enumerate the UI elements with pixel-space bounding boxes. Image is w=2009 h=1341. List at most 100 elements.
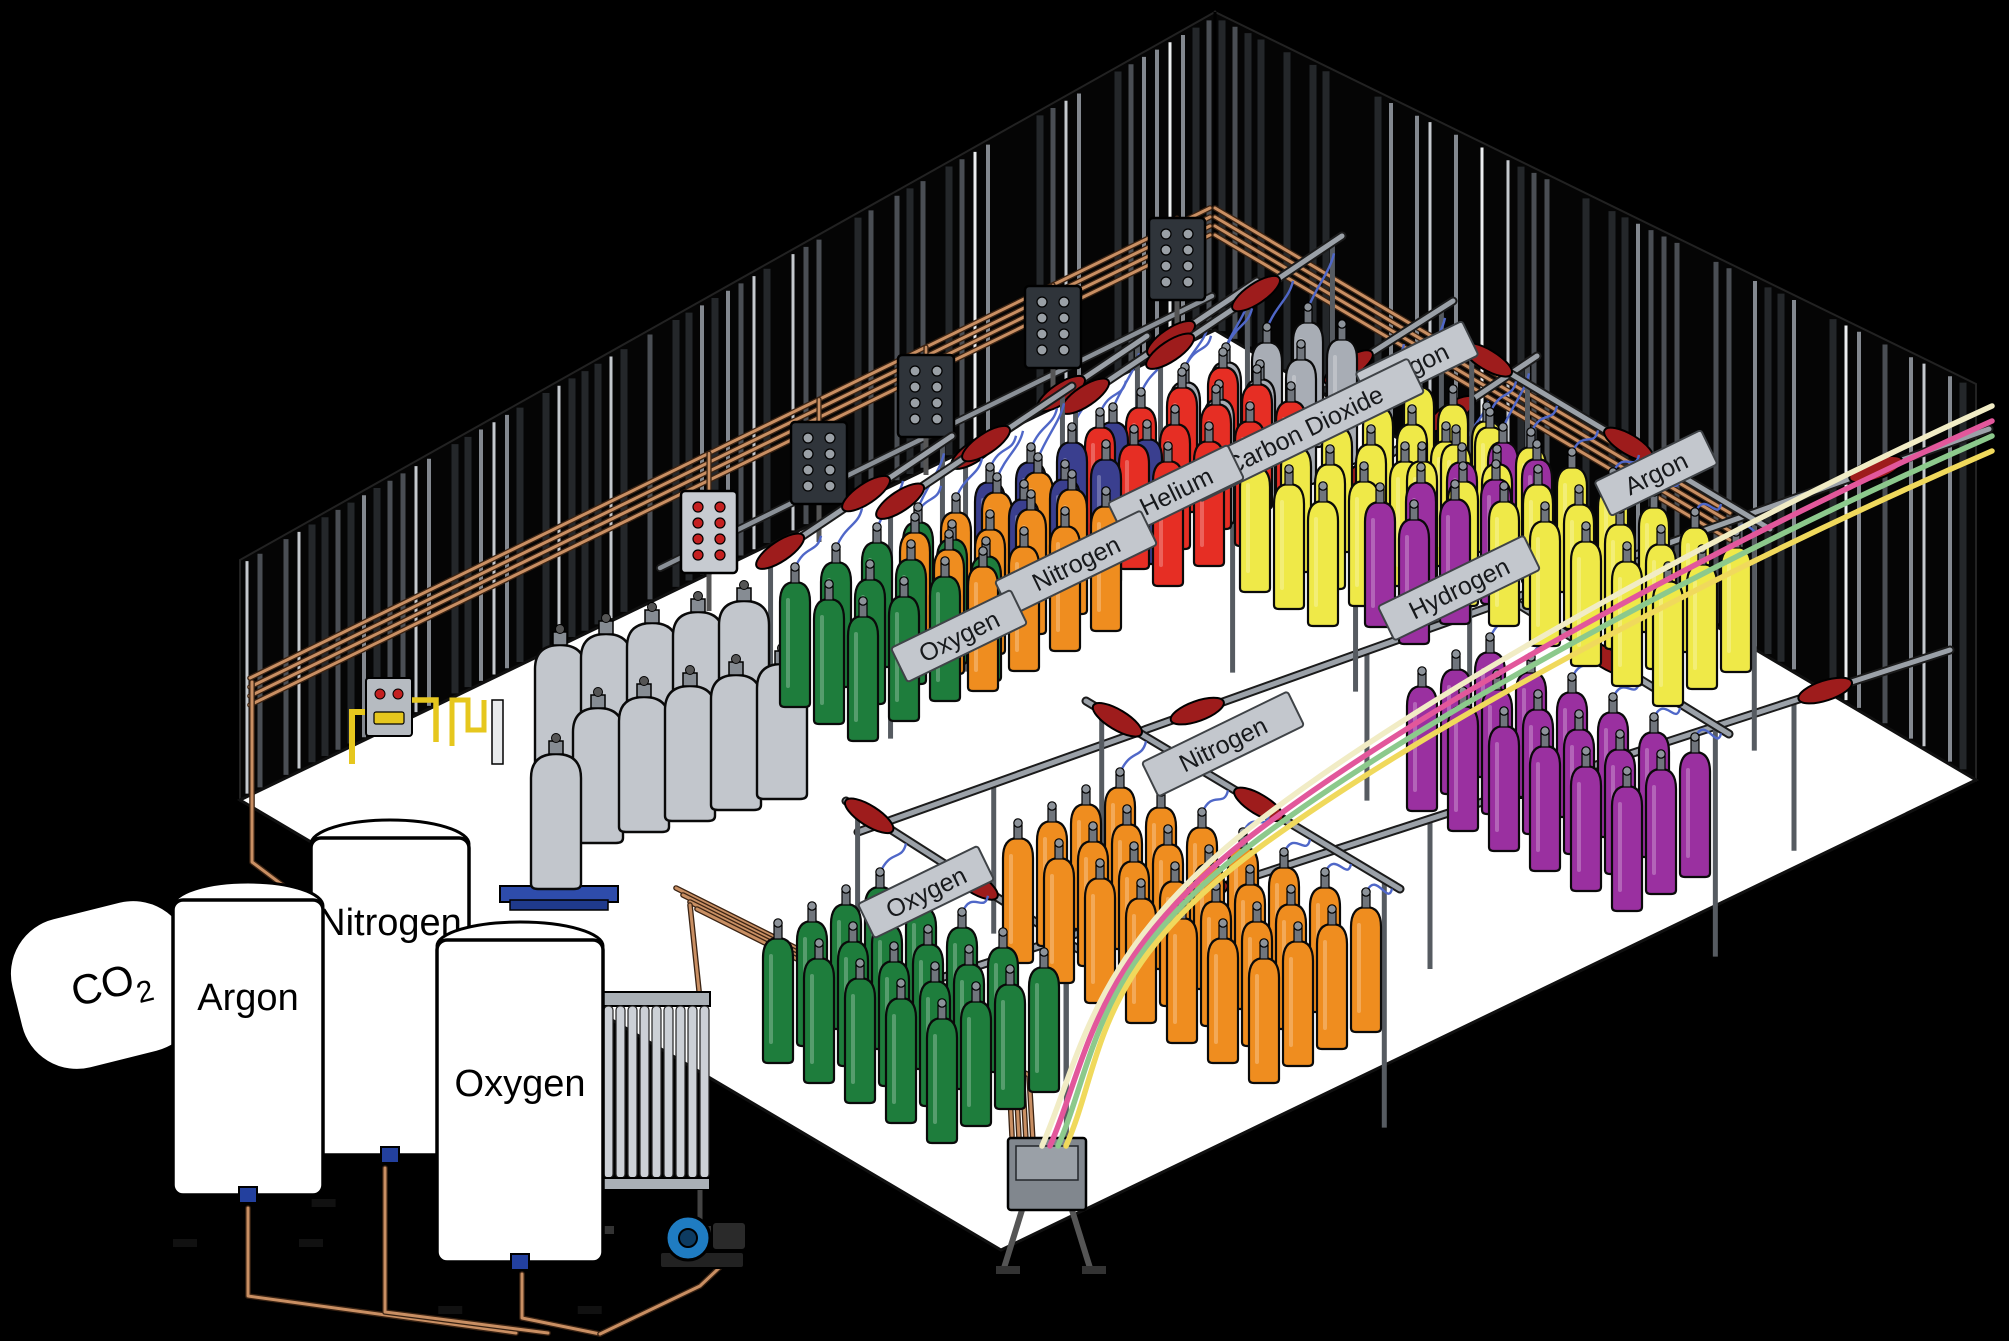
pigtail-hose — [1200, 790, 1230, 814]
gauge-dot — [1182, 260, 1194, 272]
gas-cylinder-argon — [1306, 481, 1340, 628]
pigtail-hose — [960, 895, 990, 914]
gas-cylinder-nitrogen — [1206, 918, 1240, 1065]
gauge-dot — [824, 448, 836, 460]
gauge-dot — [1058, 296, 1070, 308]
gas-cylinder-argon — [1238, 447, 1272, 594]
wall-manifold-panel — [896, 353, 956, 439]
gas-cylinder-oxygen — [812, 579, 846, 726]
tank-valve — [238, 1186, 258, 1204]
gauge-dot — [909, 381, 921, 393]
storage-tank-nitrogen: Nitrogen — [309, 818, 471, 1207]
pigtail-hose — [954, 458, 984, 499]
supply-hoses — [1039, 403, 1995, 1149]
gas-cylinder-argon — [1685, 544, 1719, 691]
pigtail-hose — [1323, 862, 1353, 874]
supply-hose — [1047, 418, 1995, 1149]
gas-cylinder-hydrogen — [1644, 749, 1678, 896]
gas-cylinder-oxygen — [802, 938, 836, 1085]
gas-cylinder-nitrogen — [1349, 887, 1383, 1034]
pump — [659, 1214, 747, 1269]
outdoor-storage-area: CO2 Nitrogen Argon Oxygen — [7, 580, 809, 1314]
gas-cylinder-oxygen — [843, 958, 877, 1105]
tank-valve — [380, 1146, 400, 1164]
gas-cylinder-nitrogen — [1281, 921, 1315, 1068]
red-manifold — [1145, 332, 1196, 370]
gauge-dot — [714, 517, 726, 529]
gauge-dot — [1058, 328, 1070, 340]
pigtail-hose — [1036, 403, 1066, 459]
red-manifold — [1169, 696, 1225, 726]
gauge-dot — [931, 397, 943, 409]
pigtail-hose — [1611, 454, 1641, 474]
pigtail-hose — [1570, 430, 1600, 454]
gas-cylinder-oxygen — [761, 918, 795, 1065]
gas-cylinder-hydrogen — [1446, 686, 1480, 833]
gauge-dot — [692, 533, 704, 545]
wall-manifold-panel — [1147, 216, 1207, 302]
pigtail-hose — [995, 430, 1025, 479]
pigtail-hose — [1306, 253, 1336, 309]
gauge-dot — [909, 397, 921, 409]
gauge-dot — [802, 464, 814, 476]
gauge-dot — [692, 549, 704, 561]
red-manifold — [841, 474, 891, 513]
storage-tank-co2: CO2 — [7, 897, 203, 1073]
gas-cylinder-oxygen — [884, 978, 918, 1125]
gauge-dot — [1058, 344, 1070, 356]
gauge-dot — [692, 501, 704, 513]
gas-cylinder-oxygen — [1027, 947, 1061, 1094]
wall-manifold-panel — [1023, 284, 1083, 370]
red-manifold — [843, 797, 895, 835]
gauge-dot — [931, 413, 943, 425]
tank-valve — [510, 1253, 530, 1271]
gauge-dot — [824, 480, 836, 492]
pigtail-hose — [1693, 502, 1723, 514]
gauge-dot — [931, 365, 943, 377]
gauge-dot — [824, 464, 836, 476]
filling-station — [996, 1136, 1106, 1274]
storage-tank-argon: Argon — [171, 880, 325, 1247]
gas-cylinder-hydrogen — [1528, 726, 1562, 873]
pigtail-hose — [1282, 839, 1312, 854]
wall-manifold-panels — [656, 216, 1216, 611]
gas-cylinder-hydrogen — [1610, 766, 1644, 913]
warehouse-walls — [239, 10, 1977, 802]
gas-cylinder-argon — [1528, 501, 1562, 648]
wall-manifold-panel — [789, 420, 849, 506]
pigtail-hose — [1652, 707, 1682, 719]
gas-cylinder-nitrogen — [1083, 858, 1117, 1005]
gas-cylinder-hydrogen — [1363, 482, 1397, 629]
gauge-dot — [1182, 228, 1194, 240]
gauge-assembly — [349, 677, 504, 765]
gas-cylinder-nitrogen — [1247, 938, 1281, 1085]
gauge-dot — [1160, 228, 1172, 240]
gauge-dot — [802, 432, 814, 444]
gas-cylinder-oxygen — [959, 981, 993, 1128]
gauge-dot — [714, 549, 726, 561]
gauge-dot — [692, 517, 704, 529]
gauge-dot — [1160, 276, 1172, 288]
pigtail-hose — [1029, 408, 1059, 449]
gauge-dot — [714, 533, 726, 545]
gauge-dot — [931, 381, 943, 393]
red-manifold — [1231, 274, 1281, 313]
storage-tank-argon-label: Argon — [197, 977, 298, 1019]
gauge-dot — [1182, 244, 1194, 256]
gauge-dot — [1160, 244, 1172, 256]
liquid-dewar — [617, 676, 671, 834]
gauge-dot — [1036, 344, 1048, 356]
pigtail-hose — [1364, 883, 1394, 895]
storage-tank-oxygen: Oxygen — [435, 920, 605, 1314]
gas-cylinder-oxygen — [925, 998, 959, 1145]
gauge-dot — [802, 480, 814, 492]
gauge-dot — [1058, 312, 1070, 324]
red-manifold — [1797, 676, 1854, 705]
red-manifold — [1091, 702, 1143, 738]
pump-motor — [711, 1221, 747, 1251]
supply-hose — [1055, 433, 1995, 1149]
gas-cylinder-hydrogen — [1569, 746, 1603, 893]
supply-hose — [1063, 448, 1995, 1149]
